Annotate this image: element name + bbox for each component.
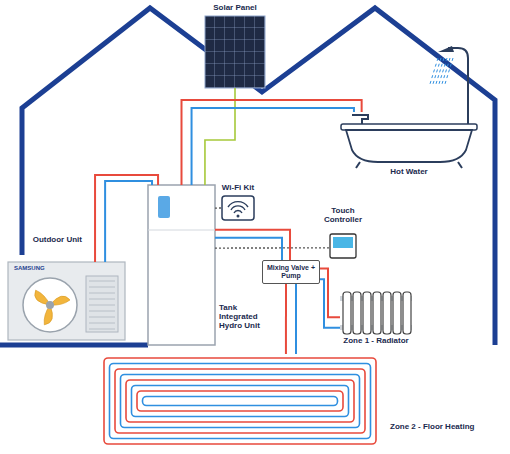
heating-pipe-loop [121,375,360,428]
heating-pipe-loop [143,397,338,406]
wifi-dot [237,215,240,218]
heating-pipe-loop [132,386,349,417]
controller-node: Touch Controller [330,234,356,258]
tank-seam [148,230,215,231]
node-label: Solar Panel [213,3,257,12]
pipe [192,108,354,185]
fan-guard [23,278,77,332]
pipe-connector [215,208,222,209]
node-label: Tank Integrated Hydro Unit [219,303,274,331]
hot-water-node: Hot Water [345,112,473,164]
node-label: Zone 1 - Radiator [343,336,408,345]
fan-hub [46,301,54,309]
solar-panel-node: Solar Panel [205,16,265,88]
solar-cells [205,16,265,88]
node-label: Touch Controller [316,206,370,224]
grille-slat [89,317,115,318]
controller-screen [333,237,353,248]
grille-slat [89,323,115,324]
solar-panel [205,16,265,88]
grille-slat [89,287,115,288]
radiator-fin [353,292,361,334]
pipe [205,88,235,185]
pipe-connector [215,230,290,260]
heating-pipe-loop [126,380,354,422]
pipe-connector [182,100,362,185]
signal-line [215,207,222,208]
pipe-connector [286,284,296,354]
tank-display [158,196,170,218]
radiator-fin [403,292,411,334]
node-label: Zone 2 - Floor Heating [390,422,474,431]
water-drop [445,58,453,84]
bath-tap [352,115,368,124]
house-outline [22,8,495,345]
node-label: Hot Water [390,167,427,176]
pipe [95,175,158,262]
shower-pipe [448,48,468,124]
wifi-box [222,196,254,220]
floor-heating-loop [104,358,376,444]
grille-slat [89,305,115,306]
pipe [320,279,340,327]
grille-slat [89,329,115,330]
grille-slat [89,311,115,312]
pipe [105,181,152,262]
pipe [182,100,362,185]
outdoor-unit [8,262,125,340]
touch-controller [330,234,356,258]
heating-pipe-loop [104,358,376,444]
heating-pipe-loop [137,391,343,411]
fan [32,288,70,327]
pipe [215,230,290,260]
water-drops [430,58,453,84]
radiator-fin [363,292,371,334]
grille-slat [89,293,115,294]
unit-grille [86,276,118,332]
mixing-valve-box: Mixing Valve + Pump [262,260,320,284]
wifi-symbol [228,202,248,213]
node-label: Outdoor Unit [33,235,82,244]
wifi-node: Wi-Fi Kit [222,196,254,220]
bathtub [346,130,472,162]
radiator [340,292,412,334]
radiator-fin [373,292,381,334]
radiator-node: Zone 1 - Radiator [340,292,412,334]
signal-line [215,247,330,248]
radiator-fin [393,292,401,334]
pipe-connector [320,268,340,327]
tank-unit [148,185,215,345]
pipe [285,284,287,354]
pipe [215,238,282,260]
brand-label: SAMSUNG [14,265,45,272]
grille-slat [89,281,115,282]
heating-pipe-loop [115,369,365,433]
radiator-fin [383,292,391,334]
pipe [295,284,297,354]
heating-pipe-loop [110,364,371,439]
pipe-connector [95,175,158,262]
tank-node: Tank Integrated Hydro Unit [148,185,215,345]
node-label: Wi-Fi Kit [222,183,254,192]
grille-slat [89,299,115,300]
outdoor-unit-node: Outdoor UnitSAMSUNG [8,262,125,340]
pipe-connector [215,247,330,248]
floor-line [0,343,148,348]
node-label: Mixing Valve + Pump [265,264,317,280]
shower-head [438,46,454,52]
floor-heating-node: Zone 2 - Floor Heating [100,354,380,448]
radiator-fin [343,292,351,334]
pipe-connector [205,88,235,185]
